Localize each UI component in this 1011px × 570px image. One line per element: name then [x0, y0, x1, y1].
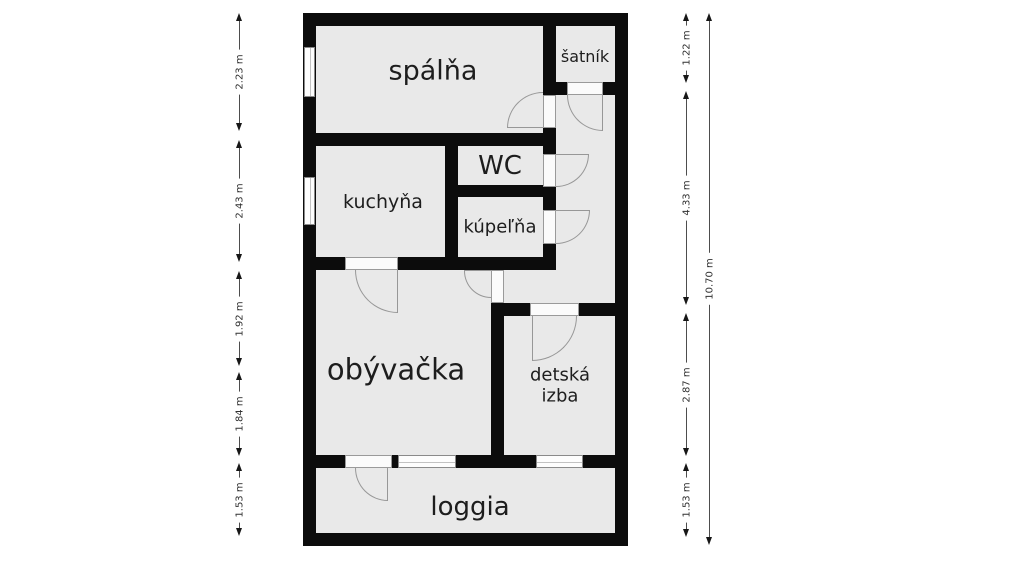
- arrow-down-icon: [236, 123, 242, 131]
- arrow-down-icon: [683, 529, 689, 537]
- dimension-left-4: 1.84 m: [232, 372, 248, 456]
- wall-wc-right-stub: [543, 146, 556, 154]
- window-detska-loggia: [536, 455, 583, 468]
- arrow-up-icon: [706, 13, 712, 21]
- dimension-left-1: 2.23 m: [232, 13, 248, 131]
- arrow-up-icon: [236, 13, 242, 21]
- dimension-label: 1.53 m: [681, 477, 693, 523]
- dimension-right-2: 4.33 m: [679, 91, 695, 305]
- room-label-wc: WC: [478, 151, 522, 182]
- wall-spalna-satnik: [543, 26, 556, 95]
- door-opening-detska: [530, 303, 579, 316]
- arrow-up-icon: [236, 372, 242, 380]
- window-spalna: [304, 47, 315, 97]
- room-label-detska-izba: detská izba: [529, 364, 591, 406]
- wall-satnik-bottom-left: [556, 82, 567, 95]
- dimension-label: 2.87 m: [681, 361, 693, 408]
- door-leaf-hallway: [464, 270, 491, 271]
- wall-loggia-top-4: [583, 455, 628, 468]
- arrow-down-icon: [236, 448, 242, 456]
- dimension-left-2: 2.43 m: [232, 140, 248, 262]
- window-obyvacka-loggia: [398, 455, 456, 468]
- door-leaf-spalna: [507, 127, 543, 128]
- arrow-up-icon: [236, 140, 242, 148]
- wall-outer-top: [303, 13, 628, 26]
- door-opening-hallway: [491, 270, 504, 303]
- room-label-loggia: loggia: [430, 492, 510, 523]
- dimension-label: 10.70 m: [704, 253, 716, 305]
- floor-plan: spálňa šatník WC kuchyňa kúpeľňa obývačk…: [303, 13, 628, 546]
- wall-kuchyna-bottom-left: [303, 257, 345, 270]
- arrow-down-icon: [236, 528, 242, 536]
- wall-outer-right: [615, 13, 628, 546]
- wall-loggia-top-3: [456, 455, 536, 468]
- arrow-down-icon: [683, 297, 689, 305]
- wall-kuchyna-bottom-right: [398, 257, 556, 270]
- room-label-satnik: šatník: [560, 46, 610, 66]
- arrow-up-icon: [683, 91, 689, 99]
- wall-detska-top-left: [504, 303, 530, 316]
- dimension-right-3: 2.87 m: [679, 313, 695, 456]
- dimension-left-5: 1.53 m: [232, 463, 248, 536]
- dimension-label: 1.22 m: [681, 25, 693, 71]
- arrow-up-icon: [683, 13, 689, 21]
- room-label-kuchyna: kuchyňa: [343, 191, 423, 214]
- wall-satnik-bottom-right: [603, 82, 628, 95]
- door-opening-spalna: [543, 95, 556, 128]
- door-leaf-kuchyna: [397, 270, 398, 313]
- wall-detska-top-right: [579, 303, 628, 316]
- room-label-spalna: spálňa: [388, 55, 478, 87]
- door-opening-kuchyna: [345, 257, 398, 270]
- dimension-label: 2.43 m: [234, 178, 246, 224]
- dimension-label: 1.92 m: [234, 295, 246, 342]
- wall-kupelna-right-stub-top: [543, 197, 556, 210]
- door-leaf-detska: [532, 316, 533, 361]
- arrow-down-icon: [236, 254, 242, 262]
- dimension-label: 1.53 m: [234, 476, 246, 523]
- room-label-kupelna: kúpeľňa: [463, 216, 537, 238]
- room-label-obyvacka: obývačka: [326, 352, 466, 387]
- wall-outer-left: [303, 13, 316, 546]
- dimension-right-total: 10.70 m: [702, 13, 718, 545]
- arrow-up-icon: [683, 463, 689, 471]
- arrow-down-icon: [683, 448, 689, 456]
- door-opening-satnik: [567, 82, 603, 95]
- arrow-up-icon: [683, 313, 689, 321]
- arrow-up-icon: [236, 463, 242, 471]
- wall-wc-kupelna: [445, 185, 556, 197]
- arrow-up-icon: [236, 271, 242, 279]
- door-opening-loggia: [345, 455, 392, 468]
- window-kuchyna: [304, 177, 315, 225]
- wall-obyvacka-detska: [491, 303, 504, 455]
- door-opening-kupelna: [543, 210, 556, 244]
- dimension-left-3: 1.92 m: [232, 271, 248, 366]
- arrow-down-icon: [706, 537, 712, 545]
- door-leaf-loggia: [387, 468, 388, 501]
- arrow-down-icon: [236, 358, 242, 366]
- dimension-right-1: 1.22 m: [679, 13, 695, 83]
- dimension-label: 2.23 m: [234, 49, 246, 95]
- door-leaf-kupelna: [556, 210, 590, 211]
- wall-loggia-top-1: [303, 455, 345, 468]
- wall-kuchyna-wc: [445, 146, 458, 270]
- dimension-right-4: 1.53 m: [679, 463, 695, 537]
- dimension-label: 4.33 m: [681, 175, 693, 221]
- door-leaf-wc: [556, 154, 589, 155]
- wall-outer-bottom: [303, 533, 628, 546]
- dimension-label: 1.84 m: [234, 391, 246, 437]
- wall-spalna-bottom: [303, 133, 556, 146]
- wall-loggia-top-2: [392, 455, 398, 468]
- door-leaf-satnik: [602, 95, 603, 131]
- arrow-down-icon: [683, 75, 689, 83]
- door-opening-wc: [543, 154, 556, 187]
